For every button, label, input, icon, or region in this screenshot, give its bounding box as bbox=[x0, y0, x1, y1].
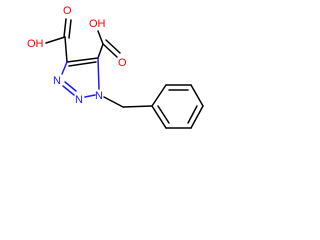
bond-ring-c4-c5-double bbox=[68, 61, 97, 67]
bond-ring-cooh-right bbox=[97, 43, 104, 59]
bond-phenyl-3 bbox=[190, 105, 204, 129]
bond-c-o-right-double bbox=[102, 43, 118, 58]
bond-phenyl-5 bbox=[151, 105, 167, 129]
bond-ring-c4-n3 bbox=[61, 61, 68, 75]
bond-c-o-left-double bbox=[63, 18, 67, 38]
bond-ch2-ch2 bbox=[122, 105, 153, 108]
atom-oh-right: OH bbox=[89, 18, 106, 30]
bond-phenyl-inner-2 bbox=[187, 105, 198, 124]
bond-ring-cooh-left bbox=[64, 36, 68, 63]
bond-ring-n2-n1 bbox=[84, 94, 96, 98]
bond-ring-c4-c5 bbox=[66, 57, 99, 63]
bond-n1-ch2 bbox=[103, 96, 124, 108]
atom-o-left: O bbox=[63, 5, 72, 17]
bond-ring-n3-n2-double bbox=[64, 81, 77, 92]
bond-phenyl-2 bbox=[190, 84, 204, 107]
bond-ring-c5-n1 bbox=[97, 57, 100, 90]
atom-oh-left: OH bbox=[27, 38, 44, 50]
bond-ring-n3-n2 bbox=[62, 85, 75, 96]
molecule-structure: OH O OH O N N N bbox=[27, 5, 204, 129]
bond-ch2-phenyl bbox=[151, 84, 167, 107]
bond-c-oh-right bbox=[97, 30, 104, 45]
bond-phenyl-inner-3 bbox=[157, 105, 170, 124]
bond-c-o-left-double-2 bbox=[68, 19, 72, 39]
atom-o-right: O bbox=[118, 57, 127, 69]
atom-n-bottom-left: N bbox=[75, 94, 83, 106]
atom-n-left: N bbox=[53, 75, 61, 87]
bond-c-o-right-double-2 bbox=[105, 39, 121, 54]
atom-n-bottom-right: N bbox=[95, 90, 103, 102]
bond-c-oh-left bbox=[45, 36, 66, 44]
